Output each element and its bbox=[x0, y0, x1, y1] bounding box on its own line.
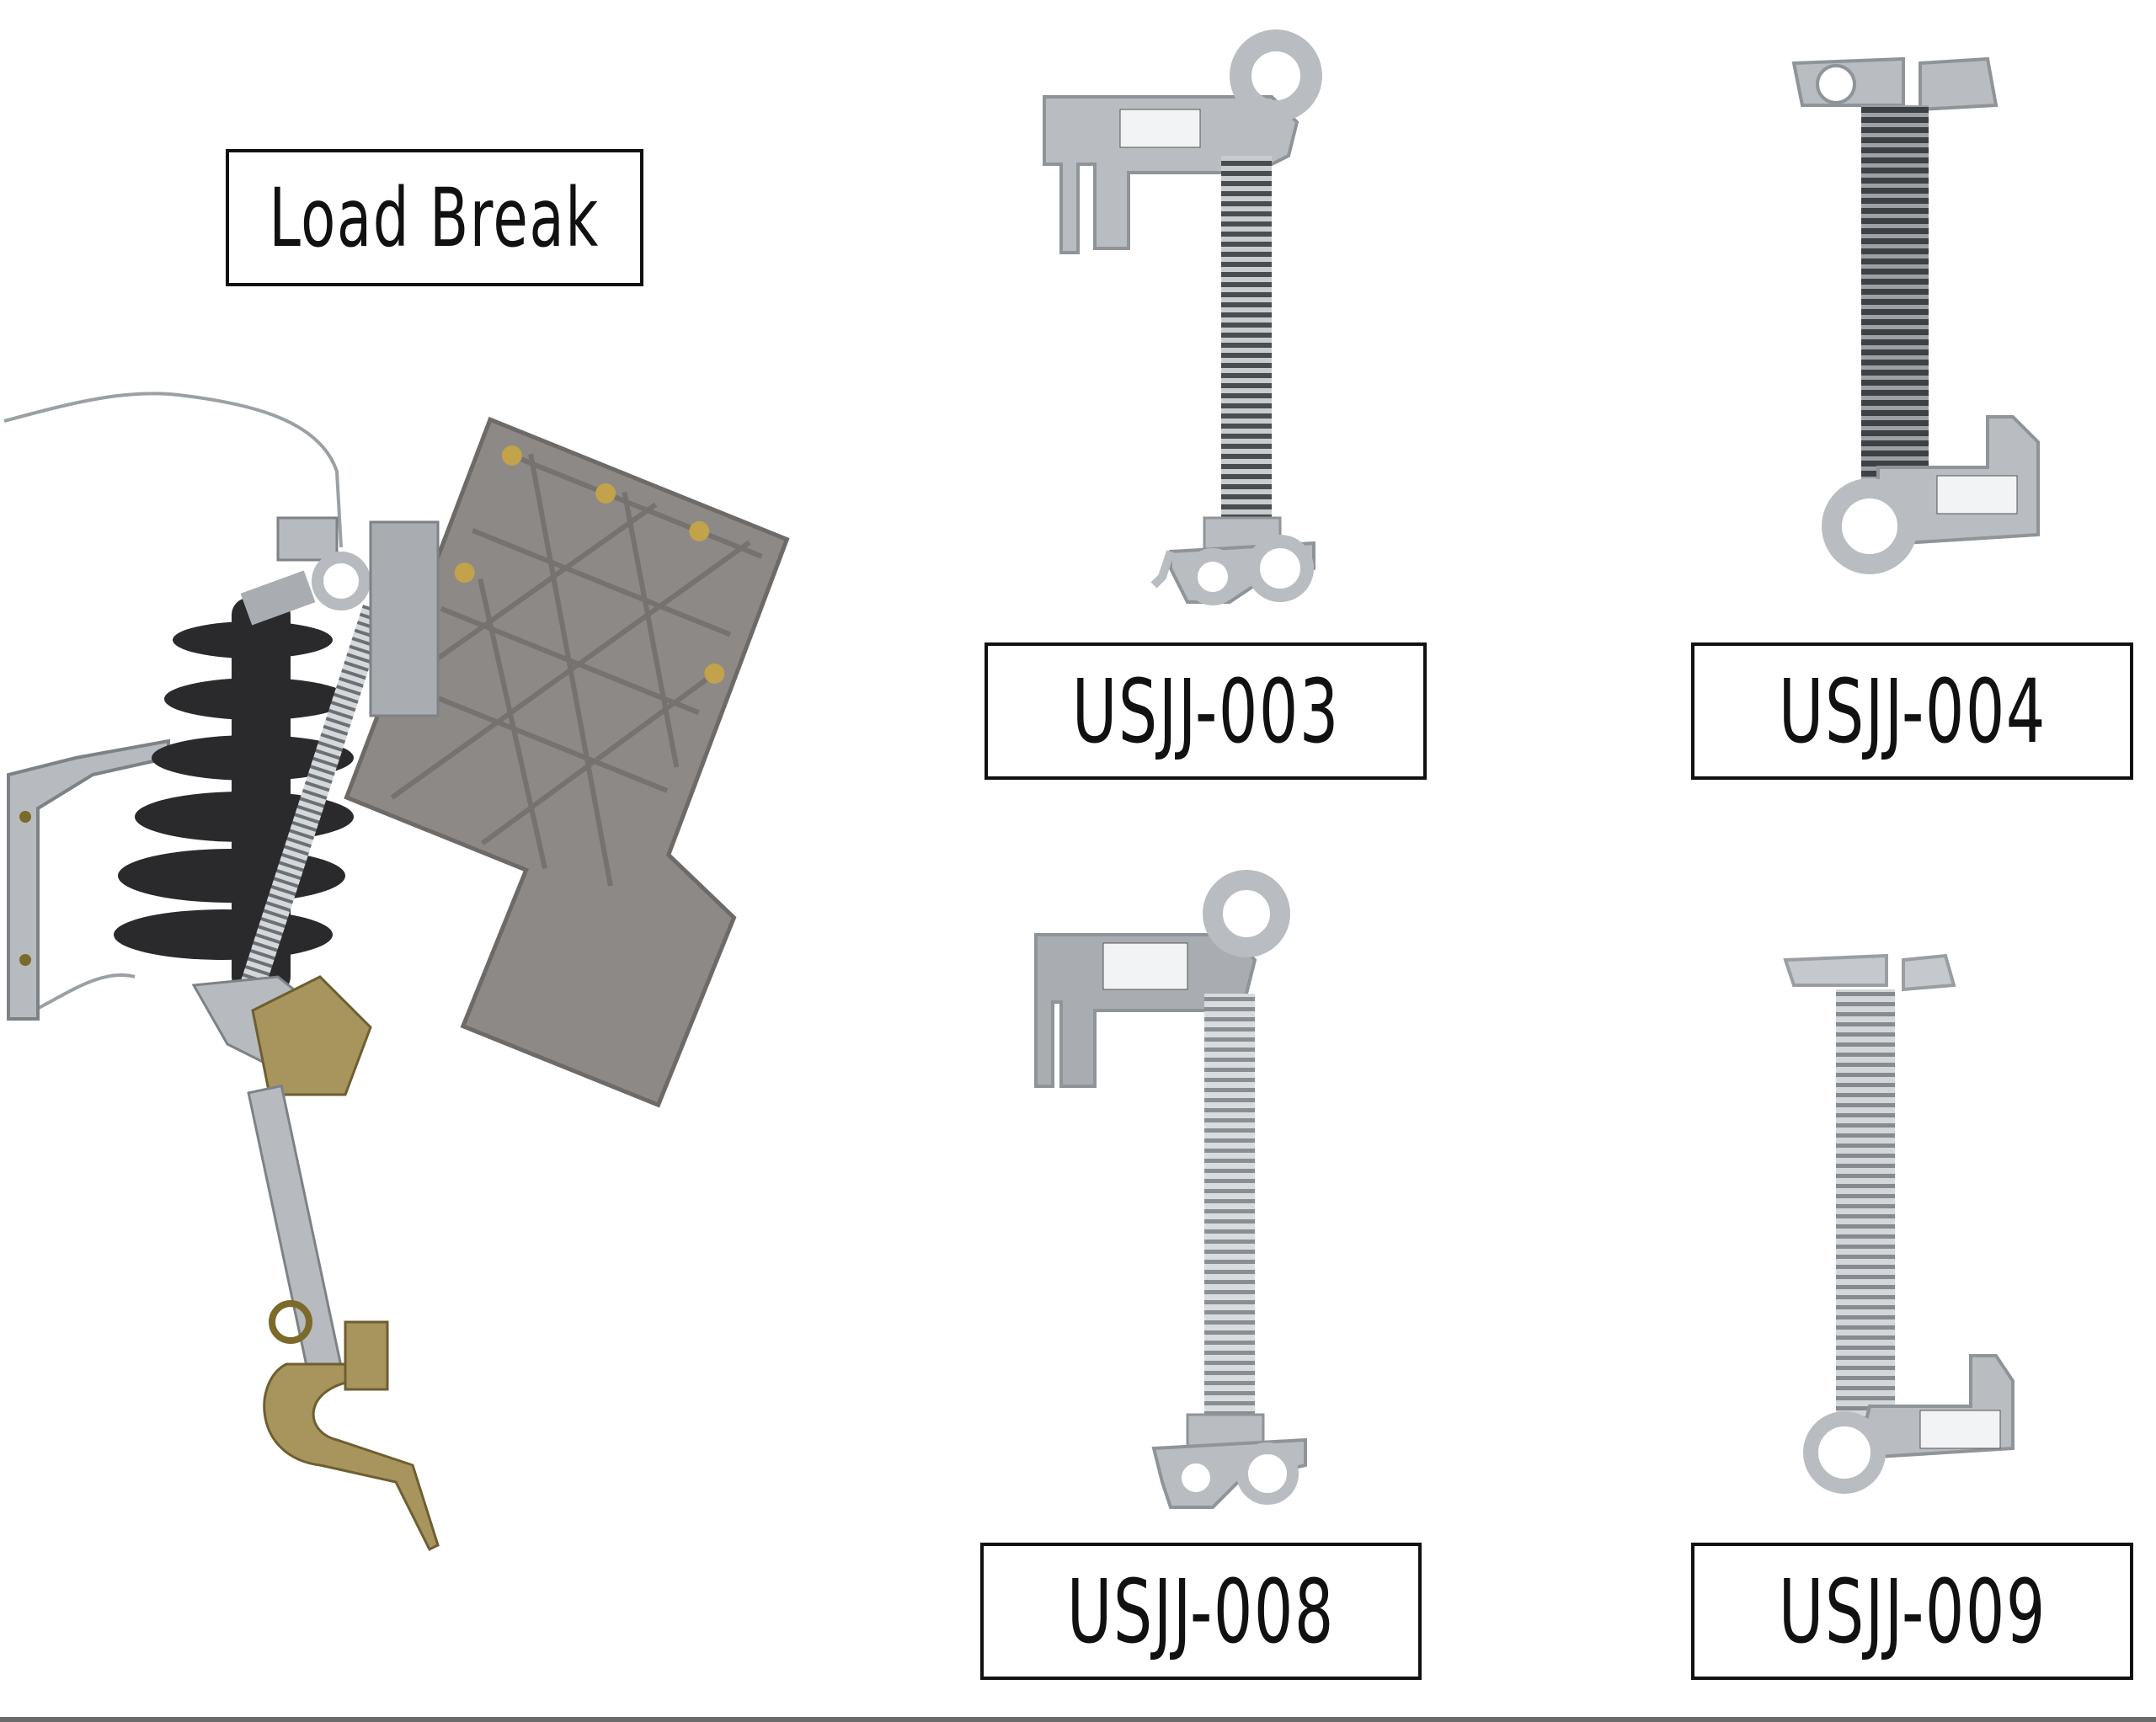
product-label-usjj-009: USJJ-009 bbox=[1691, 1543, 2133, 1680]
load-break-cutout-photo bbox=[3, 392, 790, 1552]
product-label-text: USJJ-003 bbox=[1071, 659, 1340, 763]
usjj-004-tool-photo bbox=[1791, 56, 2040, 574]
product-label-text: USJJ-004 bbox=[1778, 659, 2047, 763]
product-label-usjj-008: USJJ-008 bbox=[980, 1543, 1422, 1680]
usjj-009-tool-photo bbox=[1783, 953, 2015, 1494]
product-label-text: USJJ-009 bbox=[1778, 1559, 2047, 1663]
usjj-003-tool-photo bbox=[1043, 29, 1322, 605]
product-label-usjj-003: USJJ-003 bbox=[985, 642, 1427, 780]
load-break-label-text: Load Break bbox=[269, 170, 600, 265]
product-label-text: USJJ-008 bbox=[1067, 1559, 1335, 1663]
bottom-divider bbox=[0, 1717, 2156, 1722]
product-label-usjj-004: USJJ-004 bbox=[1691, 642, 2133, 780]
usjj-008-tool-photo bbox=[1034, 870, 1307, 1509]
load-break-label: Load Break bbox=[226, 149, 643, 286]
